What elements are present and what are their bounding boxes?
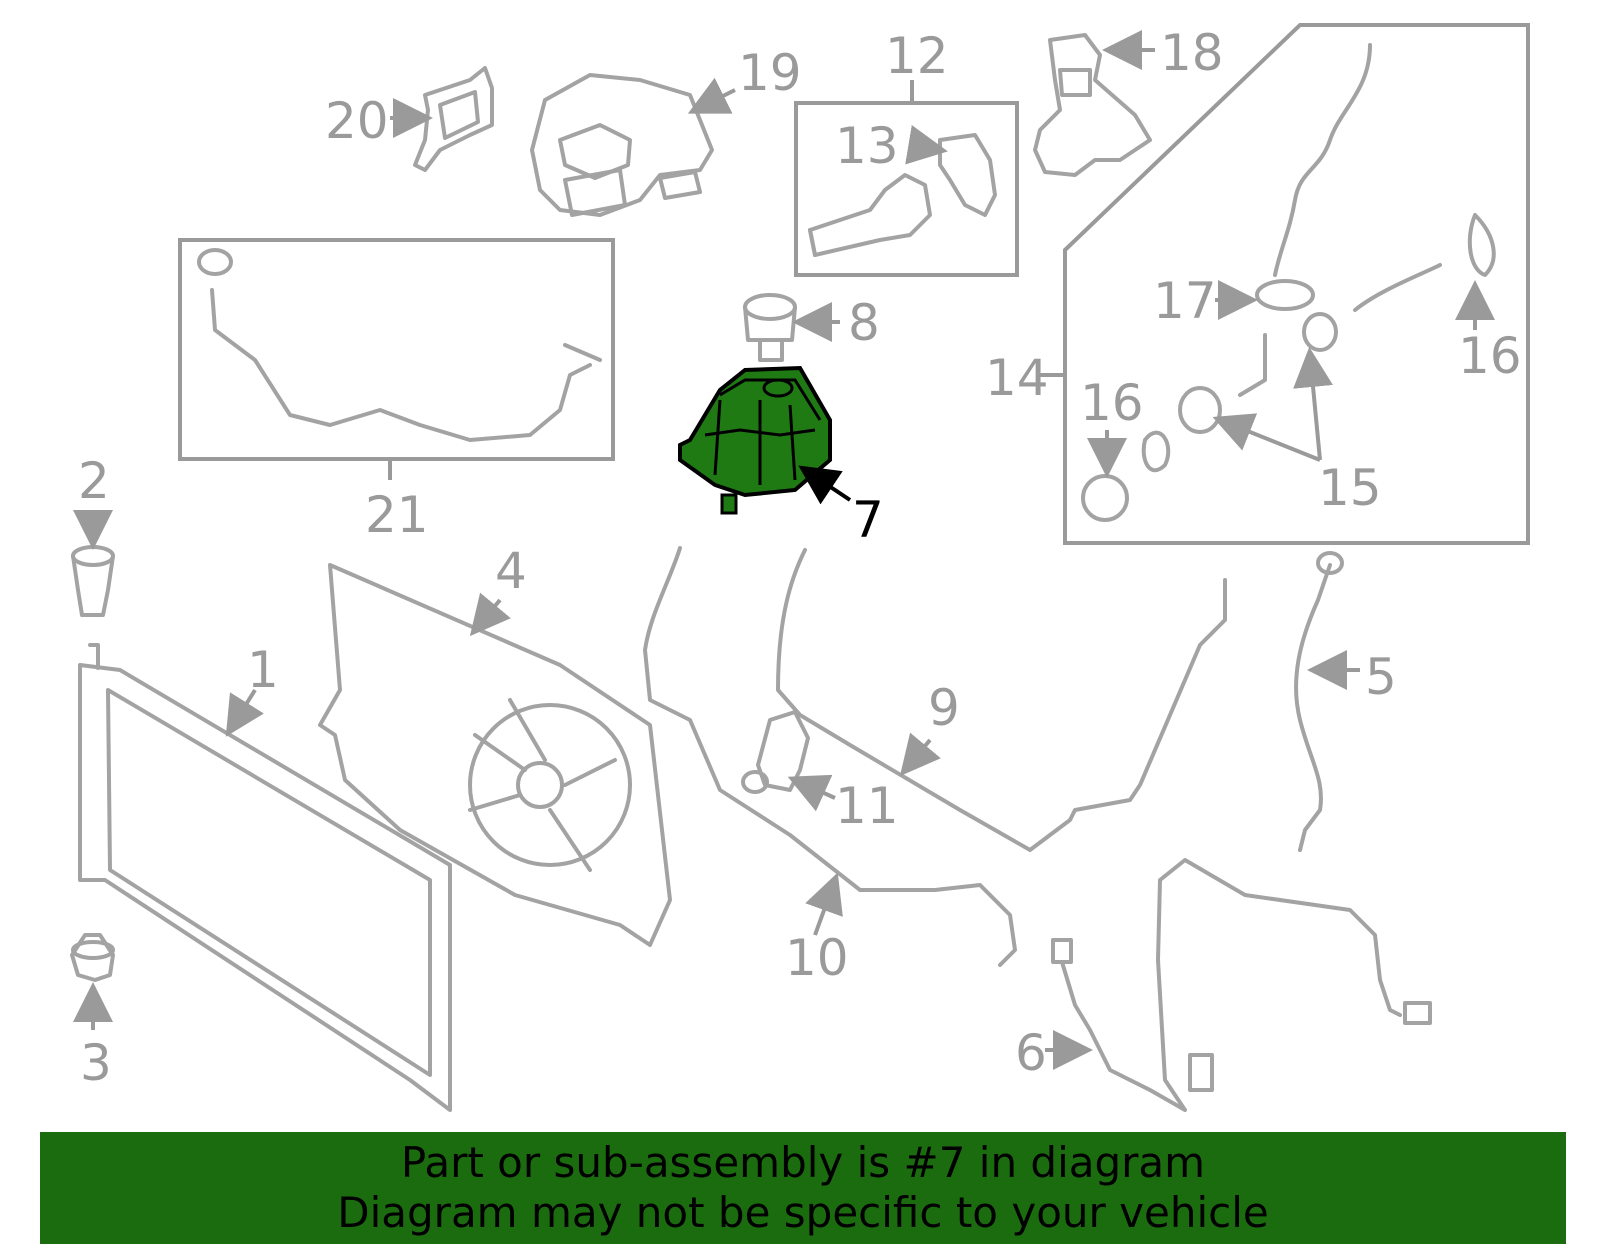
part-1-radiator[interactable] [78,643,452,1112]
label-3: 3 [80,1034,112,1092]
box-14 [1063,23,1530,545]
label-20: 20 [325,92,389,150]
part-4-fan-shroud[interactable] [318,563,672,947]
part-19-thermostat-housing[interactable] [530,73,714,217]
part-12-water-outlet[interactable] [808,173,932,257]
label-5: 5 [1365,648,1397,706]
part-21-hose[interactable] [197,248,602,442]
part-20-gasket[interactable] [413,66,494,172]
part-10-hose[interactable] [643,546,1017,967]
part-18-bracket[interactable] [1033,33,1152,177]
label-8: 8 [848,294,880,352]
callout-labels: 20 19 12 13 18 21 8 7 17 14 16 16 15 2 3… [78,24,1522,1092]
label-7: 7 [852,491,884,549]
label-11: 11 [835,777,899,835]
label-2: 2 [78,452,110,510]
info-banner: Part or sub-assembly is #7 in diagram Di… [40,1132,1566,1244]
label-6: 6 [1015,1024,1047,1082]
part-5-hose[interactable] [1294,551,1344,852]
part-13-gasket[interactable] [938,133,997,217]
banner-line-2: Diagram may not be specific to your vehi… [337,1188,1269,1237]
box-12 [794,101,1019,277]
leader-lines [73,30,1495,1070]
label-19: 19 [738,44,802,102]
label-13: 13 [835,117,899,175]
label-16-left: 16 [1080,374,1144,432]
part-6-wiring[interactable] [1051,858,1432,1112]
box-21 [178,238,615,461]
label-17: 17 [1153,272,1217,330]
label-12: 12 [885,27,949,85]
label-14: 14 [985,349,1049,407]
label-21: 21 [365,486,429,544]
label-10: 10 [785,929,849,987]
part-2-mount[interactable] [71,545,115,617]
label-18: 18 [1160,24,1224,82]
part-3-mount[interactable] [70,933,115,982]
part-8-cap[interactable] [743,293,797,362]
label-4: 4 [495,542,527,600]
label-1: 1 [247,641,279,699]
label-16-right: 16 [1458,327,1522,385]
label-9: 9 [928,679,960,737]
part-9-hose[interactable] [776,548,1227,852]
part-7-coolant-reservoir[interactable] [678,365,832,515]
label-15: 15 [1318,459,1382,517]
banner-line-1: Part or sub-assembly is #7 in diagram [400,1138,1206,1187]
